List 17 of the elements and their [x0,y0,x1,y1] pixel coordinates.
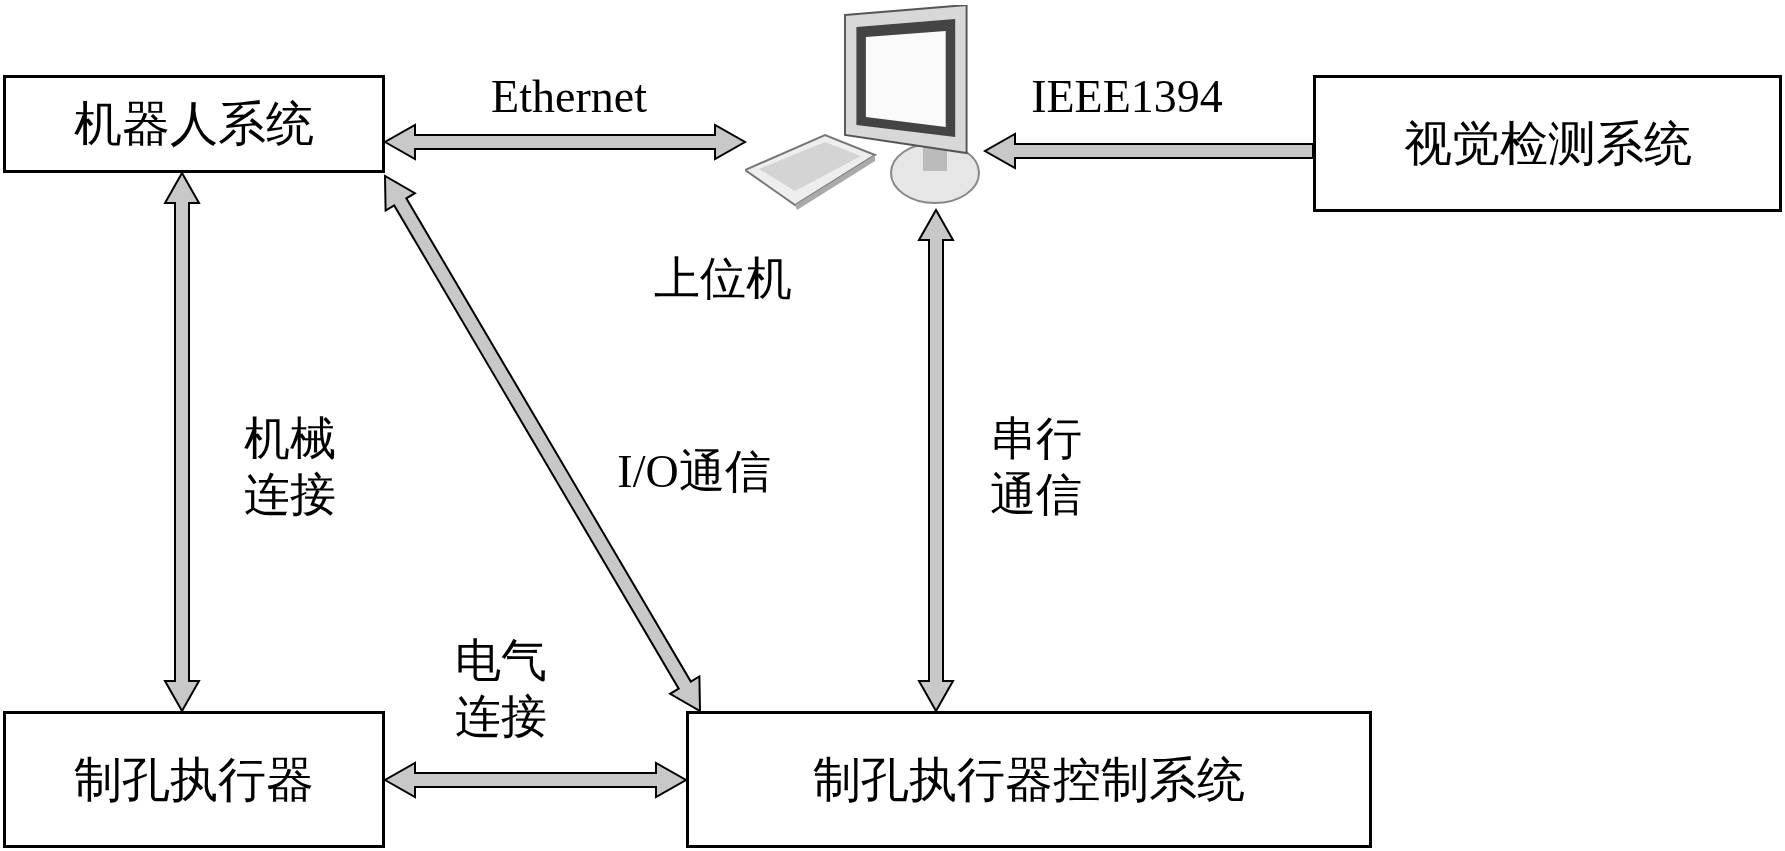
system-box: 制孔执行器控制系统 [686,711,1372,848]
node-label: 上位机 [654,252,792,306]
edge-label: 机械连接 [243,412,337,522]
system-box: 制孔执行器 [3,711,385,848]
arrow [383,174,702,713]
system-box: 视觉检测系统 [1313,75,1782,212]
arrow [382,761,689,799]
edge-label: IEEE1394 [1031,70,1223,124]
arrow [163,170,201,714]
arrow [917,207,955,714]
arrow [982,132,1314,170]
edge-label: 串行通信 [989,412,1083,522]
system-box: 机器人系统 [3,75,385,173]
edge-label: I/O通信 [617,445,771,499]
edge-label: 电气连接 [454,634,548,744]
arrow [382,123,748,161]
edge-label: Ethernet [491,70,647,124]
